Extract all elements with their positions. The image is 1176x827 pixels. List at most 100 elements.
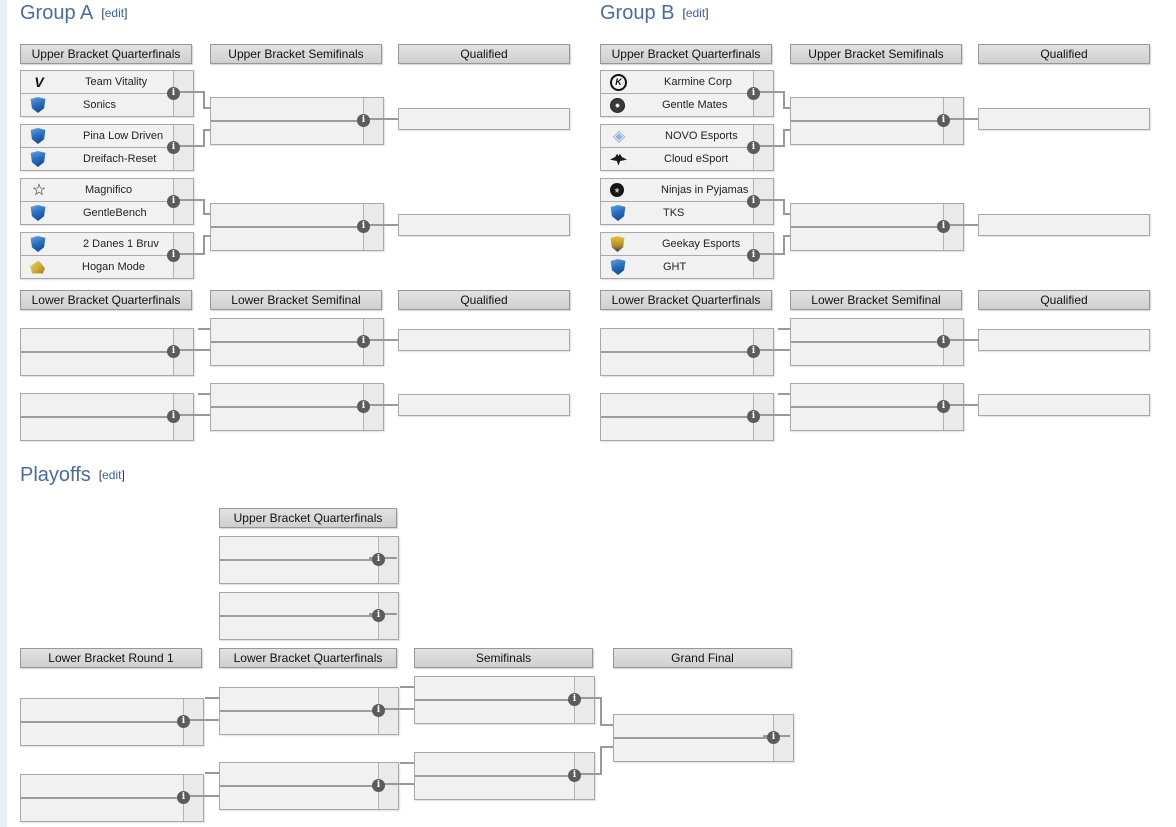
info-icon[interactable]: i bbox=[937, 114, 950, 127]
info-icon[interactable]: i bbox=[568, 769, 581, 782]
info-icon[interactable]: i bbox=[747, 249, 760, 262]
edit-bracket: ] bbox=[705, 6, 709, 20]
team-name: Hogan Mode bbox=[82, 261, 145, 273]
match-b-lbsf1: i bbox=[790, 318, 964, 366]
edit-bracket: [ bbox=[682, 6, 686, 20]
header-a-ub-semifinals: Upper Bracket Semifinals bbox=[210, 44, 382, 64]
header-b-ub-semifinals: Upper Bracket Semifinals bbox=[790, 44, 962, 64]
info-icon[interactable]: i bbox=[357, 114, 370, 127]
section-title-text: Group A bbox=[20, 2, 94, 24]
match-a-ubsf2: i bbox=[210, 203, 384, 251]
team-slot[interactable]: Gentle Mates bbox=[601, 93, 773, 116]
empty-slot bbox=[601, 416, 773, 440]
empty-slot bbox=[614, 737, 793, 761]
qualified-slot-a-ub1 bbox=[398, 108, 570, 130]
team-name: Gentle Mates bbox=[662, 99, 728, 111]
team-slot[interactable]: 2 Danes 1 Bruv bbox=[21, 233, 193, 255]
info-icon[interactable]: i bbox=[372, 553, 385, 566]
match-b-ubsf2: i bbox=[790, 203, 964, 251]
info-icon[interactable]: i bbox=[357, 335, 370, 348]
rl-shield-icon bbox=[30, 236, 46, 252]
empty-slot bbox=[415, 677, 594, 699]
info-icon[interactable]: i bbox=[177, 715, 190, 728]
team-slot[interactable]: Dreifach-Reset bbox=[21, 147, 193, 170]
info-icon[interactable]: i bbox=[767, 731, 780, 744]
info-icon[interactable]: i bbox=[937, 335, 950, 348]
team-slot[interactable]: Cloud eSport bbox=[601, 147, 773, 170]
cloud-eagle-icon bbox=[610, 153, 627, 166]
info-icon[interactable]: i bbox=[177, 791, 190, 804]
info-icon[interactable]: i bbox=[372, 704, 385, 717]
header-b-lb-quarterfinals: Lower Bracket Quarterfinals bbox=[600, 290, 772, 310]
header-po-lb-round1: Lower Bracket Round 1 bbox=[20, 648, 202, 668]
nip-shuriken-icon bbox=[610, 183, 624, 197]
info-icon[interactable]: i bbox=[357, 400, 370, 413]
team-name: Magnifico bbox=[85, 184, 133, 196]
info-icon[interactable]: i bbox=[167, 345, 180, 358]
team-slot[interactable]: Ninjas in Pyjamas bbox=[601, 179, 773, 201]
header-a-lb-semifinal: Lower Bracket Semifinal bbox=[210, 290, 382, 310]
gentle-mates-icon bbox=[610, 97, 625, 113]
info-icon[interactable]: i bbox=[167, 141, 180, 154]
section-title-playoffs: Playoffs[edit] bbox=[20, 464, 125, 487]
info-icon[interactable]: i bbox=[937, 220, 950, 233]
info-icon[interactable]: i bbox=[747, 141, 760, 154]
page-left-margin bbox=[0, 0, 7, 827]
info-icon[interactable]: i bbox=[747, 410, 760, 423]
match-b-ubqf4: Geekay Esports GHT i bbox=[600, 232, 774, 279]
section-title-text: Group B bbox=[600, 2, 675, 24]
match-b-lbqf2: i bbox=[600, 393, 774, 441]
team-slot[interactable]: Sonics bbox=[21, 93, 193, 116]
header-b-ub-qualified: Qualified bbox=[978, 44, 1150, 64]
info-icon[interactable]: i bbox=[167, 87, 180, 100]
match-a-lbqf1: i bbox=[20, 328, 194, 376]
empty-slot bbox=[220, 593, 398, 615]
match-a-ubqf2: Pina Low Driven Dreifach-Reset i bbox=[20, 124, 194, 171]
team-name: TKS bbox=[663, 207, 685, 219]
edit-anchor[interactable]: edit bbox=[685, 6, 706, 20]
rl-shield-icon bbox=[30, 151, 46, 167]
team-name: Ninjas in Pyjamas bbox=[661, 184, 749, 196]
team-slot[interactable]: Pina Low Driven bbox=[21, 125, 193, 147]
header-b-lb-semifinal: Lower Bracket Semifinal bbox=[790, 290, 962, 310]
team-name: 2 Danes 1 Bruv bbox=[83, 238, 159, 250]
info-icon[interactable]: i bbox=[747, 345, 760, 358]
team-slot[interactable]: GentleBench bbox=[21, 201, 193, 224]
edit-bracket: ] bbox=[124, 6, 128, 20]
info-icon[interactable]: i bbox=[372, 609, 385, 622]
edit-anchor[interactable]: edit bbox=[104, 6, 125, 20]
info-icon[interactable]: i bbox=[747, 195, 760, 208]
edit-anchor[interactable]: edit bbox=[102, 468, 122, 482]
section-title-group-b: Group B [edit] bbox=[600, 2, 709, 25]
info-icon[interactable]: i bbox=[372, 779, 385, 792]
match-po-lbqf2: i bbox=[219, 762, 399, 810]
team-slot[interactable]: Magnifico bbox=[21, 179, 193, 201]
match-b-ubqf2: NOVO Esports Cloud eSport i bbox=[600, 124, 774, 171]
team-slot[interactable]: Karmine Corp bbox=[601, 71, 773, 93]
qualified-slot-a-lb1 bbox=[398, 329, 570, 351]
info-icon[interactable]: i bbox=[568, 693, 581, 706]
team-slot[interactable]: Hogan Mode bbox=[21, 255, 193, 278]
match-po-lbqf1: i bbox=[219, 687, 399, 735]
team-name: Pina Low Driven bbox=[83, 130, 164, 142]
team-slot[interactable]: Geekay Esports bbox=[601, 233, 773, 255]
team-slot[interactable]: Team Vitality bbox=[21, 71, 193, 93]
info-icon[interactable]: i bbox=[167, 249, 180, 262]
match-a-ubsf1: i bbox=[210, 97, 384, 145]
karmine-corp-icon bbox=[610, 73, 627, 91]
team-name: Team Vitality bbox=[85, 76, 148, 88]
info-icon[interactable]: i bbox=[167, 195, 180, 208]
team-slot[interactable]: TKS bbox=[601, 201, 773, 224]
info-icon[interactable]: i bbox=[937, 400, 950, 413]
info-icon[interactable]: i bbox=[357, 220, 370, 233]
empty-slot bbox=[21, 797, 203, 821]
info-icon[interactable]: i bbox=[167, 410, 180, 423]
empty-slot bbox=[614, 715, 793, 737]
match-a-lbsf1: i bbox=[210, 318, 384, 366]
info-icon[interactable]: i bbox=[747, 87, 760, 100]
team-slot[interactable]: NOVO Esports bbox=[601, 125, 773, 147]
match-po-sf2: i bbox=[414, 752, 595, 800]
team-name: NOVO Esports bbox=[665, 130, 738, 142]
team-slot[interactable]: GHT bbox=[601, 255, 773, 278]
